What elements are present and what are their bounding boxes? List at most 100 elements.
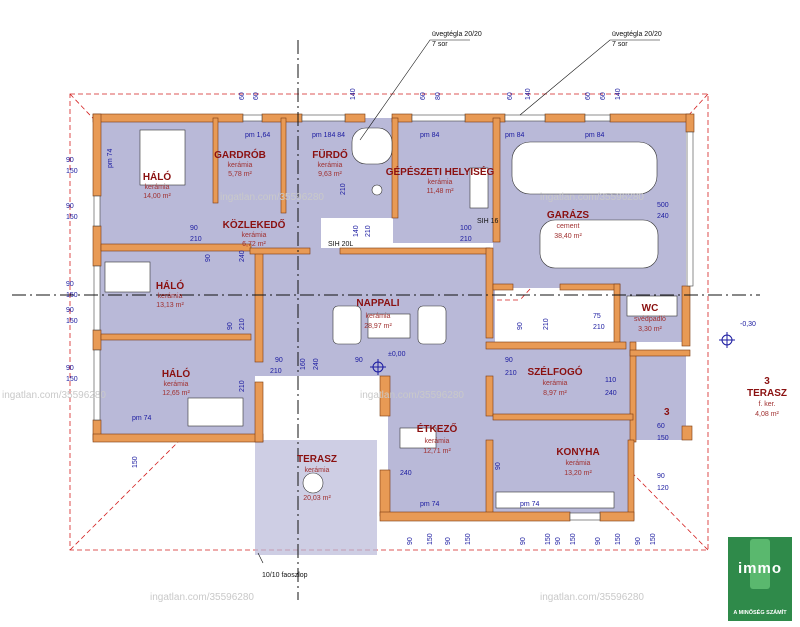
watermark: ingatlan.com/35596280 <box>220 192 324 203</box>
dimension-label: 240 <box>400 470 412 477</box>
room-area: 5,78 m² <box>228 171 252 178</box>
dimension-label: 500 <box>657 202 669 209</box>
double-bed-1 <box>139 129 186 186</box>
dimension-label: 90 <box>657 473 665 480</box>
logo-mark: immo <box>728 537 792 599</box>
terrace-table <box>302 472 324 494</box>
dimension-label: 140 <box>353 225 360 237</box>
dimension-label: pm 74 <box>520 501 540 508</box>
room-name: TERASZ <box>297 454 337 465</box>
dimension-label: 210 <box>270 368 282 375</box>
dimension-label: 150 <box>545 533 552 545</box>
dimension-label: 90 <box>355 357 363 364</box>
bathtub <box>351 127 393 165</box>
room-floor: kerámia <box>164 381 189 388</box>
room-kozlekedo: KÖZLEKEDŐ kerámia 6,72 m² <box>223 218 286 248</box>
dimension-label: 150 <box>66 318 78 325</box>
level-marker-0 <box>370 359 386 375</box>
leader-lines <box>257 39 660 564</box>
dimension-label: pm 84 <box>420 132 440 139</box>
room-floor: kerámia <box>543 380 568 387</box>
dimension-label: pm 74 <box>107 148 114 168</box>
room-name: SZÉLFOGÓ <box>528 365 583 378</box>
dimension-label: pm 84 <box>585 132 605 139</box>
windows <box>93 114 694 521</box>
dimension-label: 210 <box>365 225 372 237</box>
room-name: KONYHA <box>556 447 599 458</box>
car-1 <box>511 141 658 195</box>
watermark: ingatlan.com/35596280 <box>540 592 644 603</box>
dimension-label: 150 <box>66 168 78 175</box>
dimension-label: 90 <box>66 307 74 314</box>
dimension-label: 60 <box>585 92 592 100</box>
coffee-table <box>367 313 411 339</box>
axis-lines <box>12 40 760 600</box>
sih16-label: SIH 16 <box>477 218 499 225</box>
room-gepeszeti: GÉPÉSZETI HELYISÉG kerámia 11,48 m² <box>386 165 495 195</box>
room-floor: svédpadló <box>634 316 666 323</box>
car-2 <box>539 219 659 269</box>
room-name: KÖZLEKEDŐ <box>223 218 286 231</box>
dimension-label: pm 184 84 <box>312 132 345 139</box>
room-halo-2: HÁLÓ kerámia 13,13 m² <box>156 279 185 309</box>
glass-note-1-line2: 7 sor <box>432 41 448 48</box>
dimension-label: 90 <box>66 157 74 164</box>
logo-word: immo <box>737 559 782 577</box>
dimension-label: 150 <box>657 435 669 442</box>
room-area: 11,48 m² <box>426 188 454 195</box>
room-area: 14,00 m² <box>143 193 171 200</box>
room-area: 3,30 m² <box>638 326 662 333</box>
room-floor: kerámia <box>566 460 591 467</box>
dimension-label: 140 <box>525 88 532 100</box>
room-terasz-1: TERASZ kerámia 20,03 m² <box>297 454 337 502</box>
room-konyha: KONYHA kerámia 13,20 m² <box>556 447 599 477</box>
sauna-bench <box>626 295 678 317</box>
room-halo-3: HÁLÓ kerámia 12,65 m² <box>162 367 191 397</box>
dimension-label: 90 <box>520 537 527 545</box>
room-number: 3 <box>764 376 770 387</box>
room-nappali: NAPPALI kerámia 28,97 m² <box>356 298 399 330</box>
dimension-label: 90 <box>595 537 602 545</box>
bed-3 <box>187 397 244 427</box>
dimension-label: 150 <box>427 533 434 545</box>
room-garazs: GARÁZS cement 38,40 m² <box>547 208 590 240</box>
room-floor: kerámia <box>228 162 253 169</box>
post-note: 10/10 faoszlop <box>262 572 308 579</box>
dimension-label: 90 <box>66 365 74 372</box>
dimension-label: 240 <box>313 358 320 370</box>
dimension-label: 110 <box>605 377 616 384</box>
room-area: 13,20 m² <box>564 470 592 477</box>
dimension-label: 90 <box>66 203 74 210</box>
kitchen-counter <box>495 491 615 509</box>
room-name: FÜRDŐ <box>312 148 348 161</box>
dimension-label: 90 <box>445 537 452 545</box>
cabinet-gepeszeti <box>469 167 489 209</box>
dimension-label: 150 <box>650 533 657 545</box>
room-floor: f. ker. <box>758 401 775 408</box>
room-floor: kerámia <box>242 232 267 239</box>
dimension-label: 90 <box>555 537 562 545</box>
terrace-number: 3 <box>664 407 670 418</box>
dimension-label: 150 <box>66 376 78 383</box>
dimension-label: 60 <box>507 92 514 100</box>
room-area: 4,08 m² <box>755 411 779 418</box>
dimension-label: 150 <box>465 533 472 545</box>
watermark: ingatlan.com/35596280 <box>360 390 464 401</box>
room-area: 38,40 m² <box>554 233 582 240</box>
level-label-0: ±0,00 <box>388 351 406 358</box>
room-name: ÉTKEZŐ <box>417 422 458 435</box>
dimension-label: 210 <box>460 236 472 243</box>
room-name: HÁLÓ <box>162 367 191 380</box>
dimension-label: 210 <box>593 324 605 331</box>
watermark: ingatlan.com/35596280 <box>540 192 644 203</box>
furniture <box>104 127 678 509</box>
glass-note-1-line1: üvegtégla 20/20 <box>432 31 482 38</box>
room-halo-1: HÁLÓ kerámia 14,00 m² <box>143 170 172 200</box>
room-floor: kerámia <box>145 184 170 191</box>
bed-2 <box>104 261 151 293</box>
room-area: 13,13 m² <box>156 302 184 309</box>
room-floor: kerámia <box>158 293 183 300</box>
toilet-icon <box>371 184 383 196</box>
room-name: WC <box>642 303 659 314</box>
dimension-label: 90 <box>517 322 524 330</box>
